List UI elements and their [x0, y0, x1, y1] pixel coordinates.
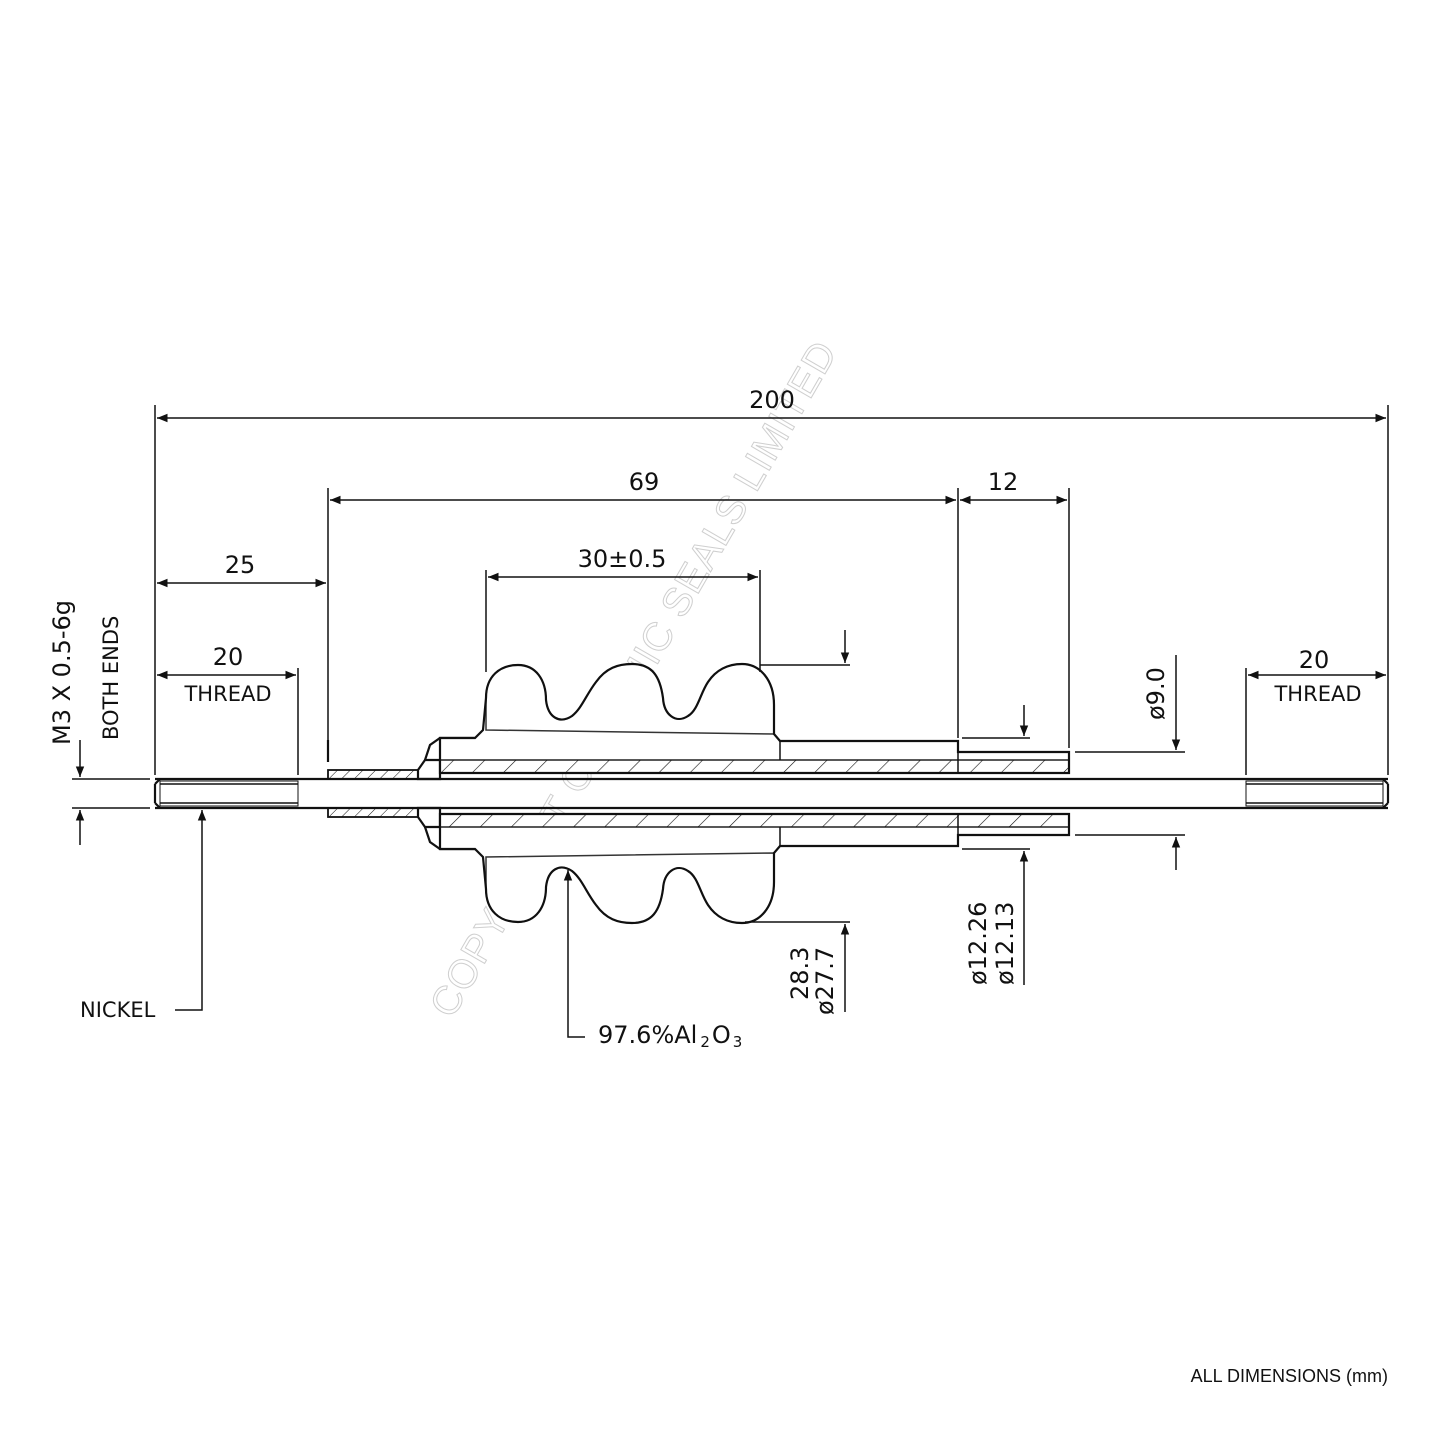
ceramic-span-dim: 69	[629, 468, 660, 496]
shed-span-dim: 30±0.5	[578, 545, 667, 573]
ceramic-insulator-top	[438, 662, 1071, 775]
thread-both-ends-note: BOTH ENDS	[99, 616, 123, 740]
right-thread-zone	[1245, 780, 1384, 807]
nickel-pin	[153, 777, 1390, 810]
units-note: ALL DIMENSIONS (mm)	[1191, 1366, 1388, 1386]
nickel-material-label: NICKEL	[80, 998, 156, 1022]
left-thread-length-dim: 20	[213, 643, 244, 671]
ceramic-sub-1: 2	[700, 1033, 710, 1051]
shed-diameter-min-dim: ø27.7	[811, 947, 839, 1015]
dimension-lines	[75, 413, 1386, 1038]
ceramic-prefix: 97.6%Al	[598, 1021, 697, 1049]
right-step-dim: 12	[988, 468, 1019, 496]
tube-diameter-max-dim: ø12.26	[964, 902, 992, 985]
overall-length-dim: 200	[749, 386, 795, 414]
pin-diameter-dim: ø9.0	[1142, 667, 1170, 720]
extension-lines	[72, 405, 1389, 923]
left-thread-zone	[159, 780, 299, 807]
ceramic-insulator-bottom	[438, 812, 1071, 925]
right-thread-length-dim: 20	[1299, 646, 1330, 674]
left-offset-dim: 25	[225, 551, 256, 579]
ceramic-sub-2: 3	[733, 1033, 743, 1051]
ceramic-oxygen: O	[712, 1021, 731, 1049]
tube-diameter-min-dim: ø12.13	[991, 902, 1019, 985]
thread-spec-note: M3 X 0.5-6g	[48, 600, 76, 745]
right-thread-label: THREAD	[1273, 682, 1361, 706]
left-thread-label: THREAD	[183, 682, 271, 706]
shed-diameter-max-dim: 28.3	[786, 947, 814, 1000]
